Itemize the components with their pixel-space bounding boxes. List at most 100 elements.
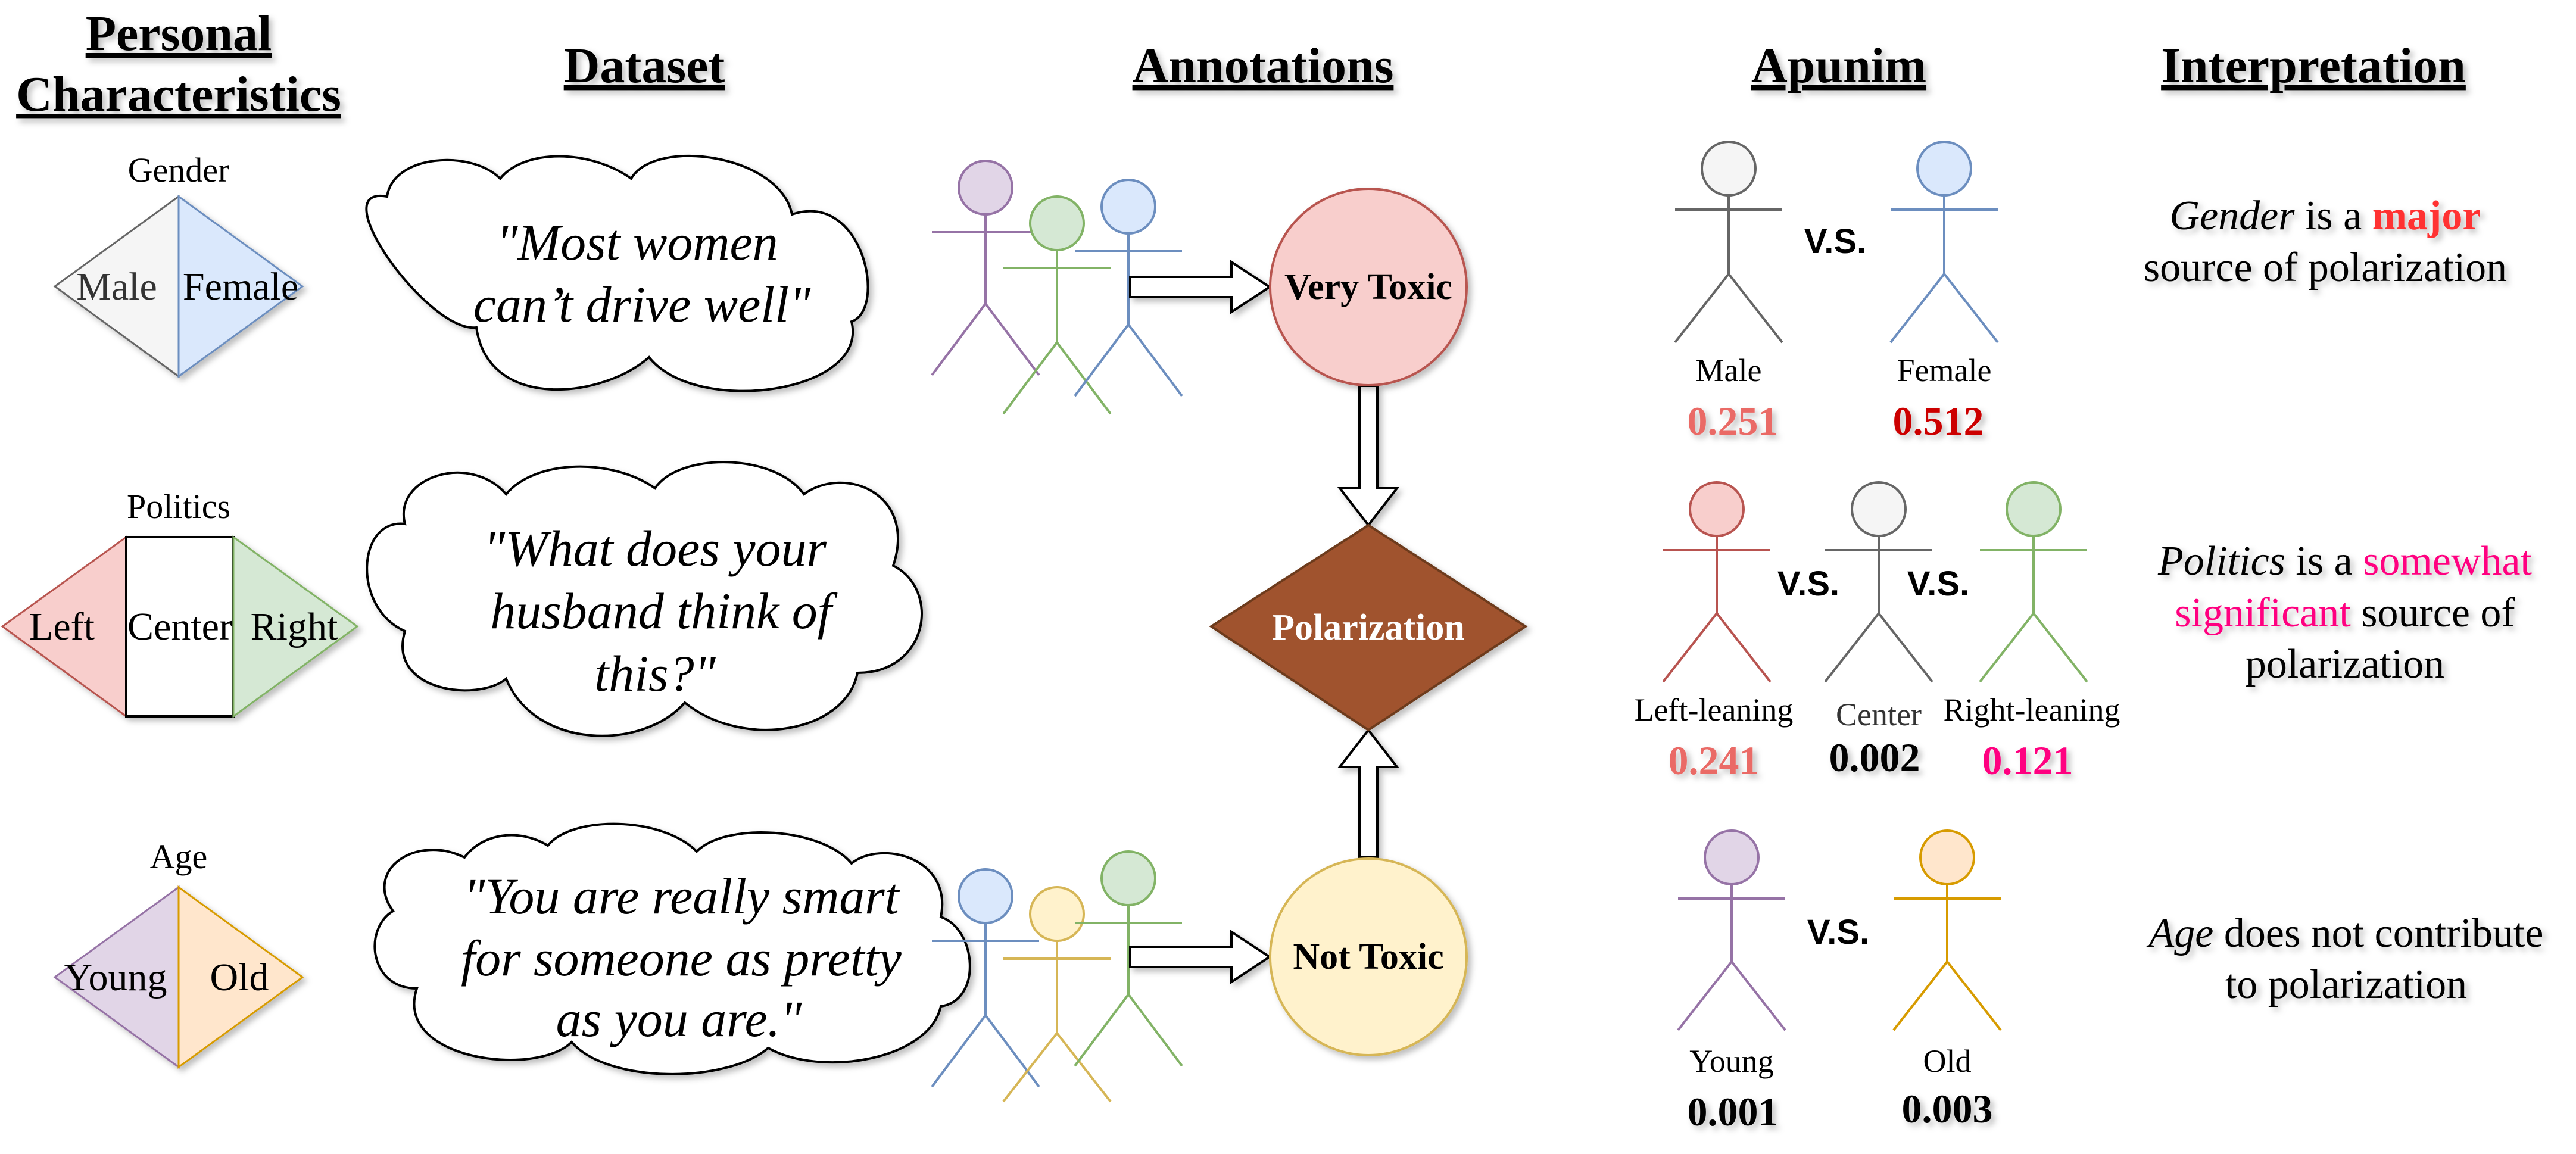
person-right-leaning-icon <box>1979 481 2088 683</box>
dataset-cloud-1: "Most women can’t drive well" <box>365 154 869 392</box>
dataset-sentence-1-line1: "Most women <box>496 214 778 271</box>
age-old-text: Old <box>210 956 269 999</box>
politics-label: Politics <box>127 487 230 526</box>
header-annotations: Annotations <box>1133 38 1394 93</box>
apunim-politics: V.S. V.S. Left-leaning Center Right-lean… <box>1635 481 2120 783</box>
header-apunim: Apunim <box>1751 38 1926 93</box>
apunim-center-label: Center <box>1836 697 1922 732</box>
apunim-male-label: Male <box>1696 353 1762 388</box>
age-label: Age <box>150 837 208 876</box>
person-left-leaning-icon <box>1662 481 1772 683</box>
dataset-sentence-3-line3: as you are." <box>556 990 803 1047</box>
person-center-icon <box>1824 481 1933 683</box>
dataset-sentence-3-line1: "You are really smart <box>463 868 900 925</box>
cloud-shape-2 <box>366 461 923 737</box>
column-headers: Personal Characteristics Dataset Annotat… <box>16 6 2466 122</box>
apunim-young-label: Young <box>1689 1043 1774 1079</box>
annotator-green-icon <box>1074 850 1183 1067</box>
cloud-shape-1 <box>365 154 869 392</box>
interpretation-politics: Politics is a somewhat significant sourc… <box>2157 538 2533 687</box>
arrows <box>1129 260 1400 984</box>
not-toxic-label: Not Toxic <box>1293 937 1443 977</box>
apunim-female-value: 0.512 <box>1893 398 1984 444</box>
arrow-up-to-polarization <box>1337 728 1400 859</box>
gender-mid: is a <box>2294 193 2372 239</box>
dataset-sentence-2-line2: husband think of <box>490 582 837 640</box>
age-old-half <box>177 885 304 1069</box>
age-young-text: Young <box>64 956 167 999</box>
politics-mid: is a <box>2285 538 2363 584</box>
apunim-old-value: 0.003 <box>1902 1086 1993 1131</box>
polarization-label: Polarization <box>1272 607 1465 648</box>
politics-right-part <box>232 535 359 718</box>
dataset-sentence-2-line1: "What does your <box>484 520 827 577</box>
very-toxic-label: Very Toxic <box>1284 267 1452 307</box>
annotation-outcomes: Very Toxic Polarization Not Toxic <box>1209 188 1528 1056</box>
gender-male-text: Male <box>76 265 157 308</box>
politics-level2: significant <box>2175 590 2351 636</box>
interpretation-politics-line2: significant source of <box>2175 590 2515 636</box>
arrow-right-bottom <box>1129 930 1272 984</box>
dataset-cloud-3: "You are really smart for someone as pre… <box>373 822 971 1075</box>
dataset-sentence-2-line3: this?" <box>594 645 716 702</box>
header-personal-line2: Characteristics <box>16 67 341 122</box>
cloud-shape-3 <box>373 822 971 1075</box>
apunim-old-label: Old <box>1923 1043 1972 1079</box>
interpretation-age: Age does not contribute to polarization <box>2147 910 2544 1008</box>
dataset-sentence-1-line2: can’t drive well" <box>473 276 811 333</box>
politics-tail: source of <box>2351 590 2516 636</box>
annotator-blue-icon <box>931 868 1040 1088</box>
apunim-young-value: 0.001 <box>1688 1089 1779 1134</box>
very-toxic-circle <box>1269 188 1468 386</box>
apunim-right-leaning-value: 0.121 <box>1982 738 2073 783</box>
person-male-icon <box>1674 141 1783 344</box>
vs-label: V.S. <box>1807 913 1869 952</box>
gender-female-half <box>177 195 304 378</box>
apunim-left-leaning-value: 0.241 <box>1669 738 1760 783</box>
interpretation-gender-line2: source of polarization <box>2144 245 2507 291</box>
vs-label: V.S. <box>1907 564 1969 603</box>
apunim-right-leaning-label: Right-leaning <box>1944 692 2120 728</box>
arrow-down-to-polarization <box>1337 385 1400 528</box>
characteristic-politics: Politics Left Center Right <box>1 487 359 718</box>
apunim-female-label: Female <box>1897 353 1992 388</box>
characteristic-gender: Gender Male Female <box>53 151 304 378</box>
header-dataset: Dataset <box>564 38 725 93</box>
vs-label: V.S. <box>1777 564 1839 603</box>
interpretation-age-line1: Age does not contribute <box>2147 910 2544 956</box>
apunim-gender: V.S. Male Female 0.251 0.512 <box>1674 141 1999 444</box>
apunim-male-value: 0.251 <box>1688 398 1779 444</box>
interpretation-gender-line1: Gender is a major <box>2170 193 2481 239</box>
annotator-green-icon <box>1002 195 1112 415</box>
gender-level: major <box>2372 193 2481 239</box>
header-personal-line1: Personal <box>86 6 272 61</box>
person-old-icon <box>1892 829 2002 1031</box>
annotator-yellow-icon <box>1002 886 1112 1103</box>
characteristic-age: Age Young Old <box>53 837 304 1069</box>
apunim-left-leaning-label: Left-leaning <box>1635 692 1794 728</box>
apunim-center-value: 0.002 <box>1829 735 1920 780</box>
politics-right-text: Right <box>251 605 338 648</box>
politics-level1: somewhat <box>2363 538 2532 584</box>
arrow-right-top <box>1129 260 1272 314</box>
age-subject: Age <box>2147 910 2214 956</box>
polarization-diamond <box>1209 523 1528 732</box>
politics-subject: Politics <box>2157 538 2285 584</box>
apunim-age: V.S. Young Old 0.001 0.003 <box>1677 829 2002 1134</box>
annotator-group-top <box>931 160 1183 415</box>
interpretation-gender: Gender is a major source of polarization <box>2144 193 2507 291</box>
annotator-blue-icon <box>1074 179 1183 397</box>
gender-female-text: Female <box>183 265 298 308</box>
dataset-cloud-2: "What does your husband think of this?" <box>366 461 923 737</box>
age-tail: does not contribute <box>2213 910 2543 956</box>
annotator-group-bottom <box>931 850 1183 1103</box>
gender-subject: Gender <box>2170 193 2296 239</box>
person-female-icon <box>1889 141 1999 344</box>
politics-center-part <box>125 536 235 718</box>
politics-left-text: Left <box>29 605 95 648</box>
interpretation-politics-line3: polarization <box>2246 641 2444 687</box>
interpretation-politics-line1: Politics is a somewhat <box>2157 538 2533 584</box>
gender-label: Gender <box>128 151 230 189</box>
dataset-sentence-3-line2: for someone as pretty <box>461 930 902 987</box>
